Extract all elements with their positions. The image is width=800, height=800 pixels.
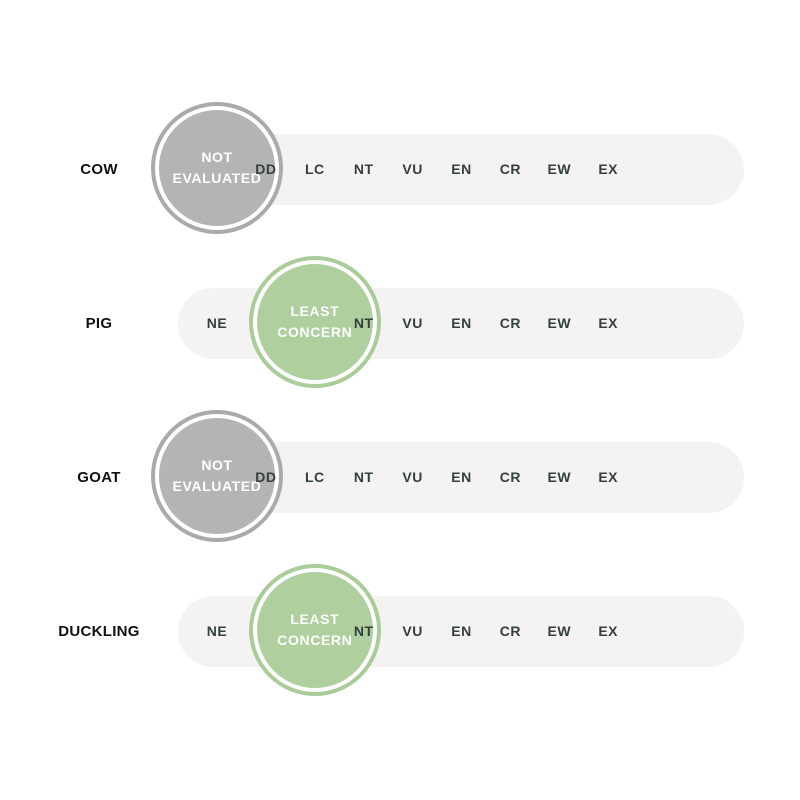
category-code-ex: EX	[598, 469, 619, 485]
animal-label: PIG	[85, 314, 113, 332]
animal-label: GOAT	[77, 468, 121, 486]
status-badge-fill: LEAST CONCERN	[256, 264, 373, 380]
status-badge: NOT EVALUATED	[151, 102, 283, 234]
status-badge-label: NOT	[201, 149, 233, 165]
category-code-ne: NE	[206, 315, 228, 331]
category-code-vu: VU	[402, 469, 423, 485]
category-code-en: EN	[451, 623, 472, 639]
status-badge-label: NOT	[201, 457, 233, 473]
category-code-lc: LC	[304, 469, 325, 485]
status-badge-label: EVALUATED	[172, 170, 262, 186]
status-row-pig: PIGNEDDLEASTCONCERNNTVUENCREWEX	[0, 253, 800, 393]
status-badge-label: CONCERN	[277, 324, 353, 340]
status-badge-fill: NOT EVALUATED	[159, 418, 275, 534]
status-badge: LEAST CONCERN	[248, 256, 381, 388]
category-code-ew: EW	[547, 315, 572, 331]
category-code-vu: VU	[402, 623, 423, 639]
category-code-ew: EW	[547, 469, 572, 485]
category-code-nt: NT	[353, 469, 374, 485]
status-badge-label: CONCERN	[277, 632, 353, 648]
status-badge-label: LEAST	[290, 611, 340, 627]
status-badge-fill: LEAST CONCERN	[256, 572, 373, 688]
category-code-cr: CR	[499, 315, 521, 331]
animal-label: DUCKLING	[58, 622, 140, 640]
category-code-ex: EX	[598, 623, 619, 639]
status-badge-label: LEAST	[290, 303, 340, 319]
category-code-en: EN	[451, 469, 472, 485]
category-code-nt: NT	[353, 161, 374, 177]
animal-label: COW	[80, 160, 118, 178]
status-badge-fill: NOT EVALUATED	[159, 110, 275, 226]
status-badge: NOT EVALUATED	[151, 410, 283, 542]
category-code-cr: CR	[499, 469, 521, 485]
category-code-lc: LC	[304, 161, 325, 177]
category-code-vu: VU	[402, 161, 423, 177]
category-code-dd: DD	[255, 161, 277, 177]
category-code-nt: NT	[353, 315, 374, 331]
category-code-en: EN	[451, 315, 472, 331]
category-code-nt: NT	[353, 623, 374, 639]
category-code-ne: NE	[206, 623, 228, 639]
category-code-en: EN	[451, 161, 472, 177]
category-code-ex: EX	[598, 315, 619, 331]
status-badge: LEAST CONCERN	[248, 564, 381, 696]
category-code-vu: VU	[402, 315, 423, 331]
category-code-cr: CR	[499, 161, 521, 177]
category-code-ew: EW	[547, 623, 572, 639]
category-code-cr: CR	[499, 623, 521, 639]
status-badge-label: EVALUATED	[172, 478, 262, 494]
category-code-ex: EX	[598, 161, 619, 177]
category-code-dd: DD	[255, 469, 277, 485]
category-code-ew: EW	[547, 161, 572, 177]
status-row-duckling: DUCKLINGNEDDLEASTCONCERNNTVUENCREWEX	[0, 561, 800, 701]
